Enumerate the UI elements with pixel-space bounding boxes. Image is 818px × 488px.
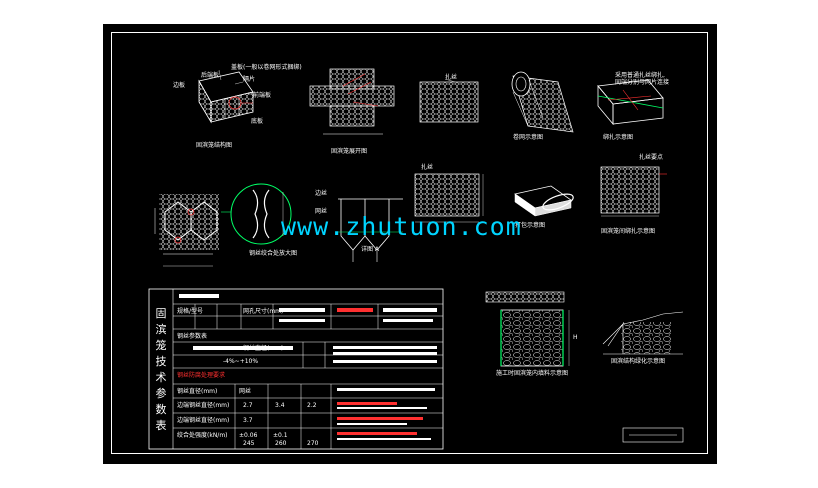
label-binding-wire: 扎丝 bbox=[445, 74, 458, 81]
title-packed: 打包示意图 bbox=[515, 222, 546, 229]
label-binding-wire-2: 扎丝 bbox=[421, 164, 434, 171]
gabion-structure-figure bbox=[198, 69, 254, 124]
table-cell-r11c2: 260 bbox=[275, 440, 287, 447]
label-connect-note: 扎丝要点 bbox=[639, 154, 664, 161]
drawing-sheet: 盖板 (一般以卷网形式捆绑) 后端板 边板 隔片 前端板 底板 固滨笼结构图 固… bbox=[103, 24, 717, 464]
table-cell-r9c1: 3.7 bbox=[243, 417, 253, 424]
table-cell-wire-param: 钢丝参数表 bbox=[177, 333, 208, 340]
title-fill: 施工时固滨笼内填料示意图 bbox=[496, 370, 569, 377]
hex-mesh-figure bbox=[419, 78, 479, 123]
label-mesh-wire: 网丝 bbox=[315, 208, 328, 215]
table-vertical-title: 固 滨 笼 技 术 参 数 表 bbox=[155, 307, 167, 432]
table-cell-r8c0: 边端钢丝直径(mm) bbox=[177, 402, 230, 409]
twist-detail-figure bbox=[154, 183, 292, 267]
table-cell-r10c1: ±0.06 bbox=[239, 432, 258, 439]
title-roll: 卷网示意图 bbox=[513, 134, 544, 141]
packed-bundle-figure bbox=[514, 185, 574, 217]
label-dim-h: H bbox=[573, 334, 578, 341]
table-cell-r8c2: 3.4 bbox=[275, 402, 285, 409]
table-cell-r11c3: 270 bbox=[307, 440, 319, 447]
label-edge-wire: 边丝 bbox=[315, 190, 328, 197]
table-cell-r10c2: ±0.1 bbox=[273, 432, 288, 439]
table-cell-mesh: 网孔尺寸(mm) bbox=[243, 308, 284, 315]
table-cell-r8c1: 2.7 bbox=[243, 402, 253, 409]
table-cell-r7c1: 网丝 bbox=[239, 388, 252, 395]
table-cell-r8c3: 2.2 bbox=[307, 402, 317, 409]
title-connection: 固滨笼间绑扎示意图 bbox=[601, 228, 656, 235]
label-lid: 盖板 bbox=[231, 64, 244, 71]
title-twist: 钢丝绞合处放大图 bbox=[249, 250, 298, 257]
green-structure-figure bbox=[602, 311, 684, 443]
connection-figure bbox=[600, 166, 667, 217]
table-cell-r7c0: 钢丝直径(mm) bbox=[177, 388, 218, 395]
title-mesh-a: 详图 A bbox=[361, 246, 380, 253]
mesh-dimension-figure bbox=[414, 173, 484, 223]
label-partition: 隔片 bbox=[243, 76, 256, 83]
table-cell-r10c0: 绞合处强度(kN/m) bbox=[177, 432, 228, 439]
title-structure: 固滨笼结构图 bbox=[196, 142, 233, 149]
table-cell-r9c0: 边端钢丝直径(mm) bbox=[177, 417, 230, 424]
table-cell-coating: 钢丝防腐处理要求 bbox=[177, 372, 226, 379]
cad-linework bbox=[148, 68, 684, 450]
mesh-roll-figure bbox=[511, 71, 574, 133]
table-cell-r11c1: 245 bbox=[243, 440, 255, 447]
title-green: 固滨结构绿化示意图 bbox=[611, 358, 666, 365]
title-assembly: 绑扎示意图 bbox=[603, 134, 634, 141]
watermark-text: www.zhutuon.com bbox=[281, 212, 522, 241]
table-cell-spec: 规格/型号 bbox=[177, 308, 204, 315]
detail-a-figure bbox=[338, 198, 403, 262]
label-bottom: 底板 bbox=[251, 118, 264, 125]
table-cell-tolerance: -4%~+10% bbox=[223, 358, 259, 365]
spec-table-grid bbox=[148, 288, 444, 450]
label-binding-note: 采用普通扎丝绑扎, 同端分别与网片连接 bbox=[615, 72, 670, 86]
label-side-left: 边板 bbox=[173, 82, 186, 89]
binding-assembly-figure bbox=[597, 79, 664, 126]
label-end: 前端板 bbox=[253, 92, 272, 99]
label-side-top: 后端板 bbox=[201, 72, 220, 79]
fill-diagram-figure bbox=[485, 291, 570, 367]
title-unfold: 固滨笼展开图 bbox=[331, 148, 368, 155]
table-cell-wire-dia: 钢丝直径(mm) bbox=[243, 345, 284, 352]
gabion-unfold-figure bbox=[309, 68, 395, 135]
drawing-frame bbox=[111, 32, 708, 454]
label-lid-note: (一般以卷网形式捆绑) bbox=[243, 64, 302, 71]
